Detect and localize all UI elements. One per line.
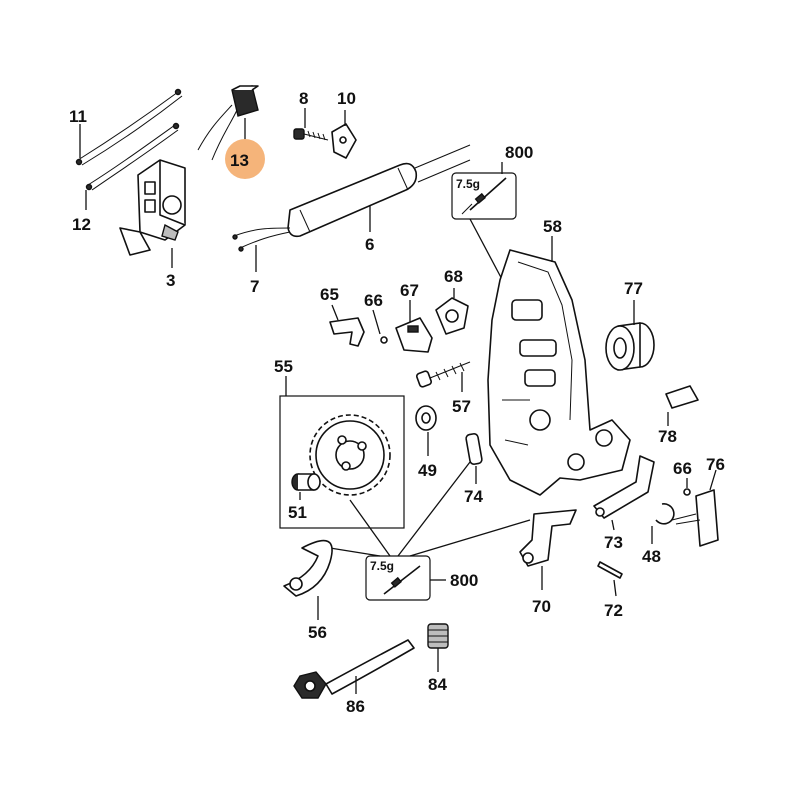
- part-48-circlip: [655, 503, 675, 525]
- part-74-pin: [465, 433, 483, 465]
- part-73-lever: [593, 455, 655, 519]
- grease-box-800-top: [451, 172, 517, 220]
- part-65-lever: [329, 317, 365, 347]
- part-66-ring-right: [683, 488, 691, 496]
- label-57: 57: [452, 397, 471, 416]
- part-84-spring: [427, 623, 449, 649]
- label-77: 77: [624, 279, 643, 298]
- label-12: 12: [72, 215, 91, 234]
- label-66-top: 66: [364, 291, 383, 310]
- part-86-cable-nut: [293, 639, 415, 699]
- part-3-switch: [119, 159, 186, 256]
- part-10-clamp: [331, 123, 357, 159]
- label-8: 8: [299, 89, 308, 108]
- part-56-guard: [283, 539, 333, 597]
- part-76-knob: [671, 489, 719, 547]
- label-58: 58: [543, 217, 562, 236]
- part-68-cam: [435, 297, 469, 335]
- part-66-ring: [380, 336, 388, 344]
- highlight-marker-13: [225, 139, 265, 179]
- part-70-bracket: [519, 509, 577, 567]
- part-58-gear-housing: [487, 249, 631, 496]
- label-56: 56: [308, 623, 327, 642]
- label-67: 67: [400, 281, 419, 300]
- part-13-capacitor: [197, 85, 259, 161]
- label-13: 13: [230, 151, 249, 170]
- label-48: 48: [642, 547, 661, 566]
- label-73: 73: [604, 533, 623, 552]
- part-49-washer: [415, 405, 437, 431]
- part-11-wire: [75, 88, 183, 166]
- label-10: 10: [337, 89, 356, 108]
- part-77-bearing: [605, 322, 655, 371]
- label-65: 65: [320, 285, 339, 304]
- label-6: 6: [365, 235, 374, 254]
- part-51-bushing: [291, 473, 321, 491]
- part-7-wire: [232, 227, 291, 252]
- label-51: 51: [288, 503, 307, 522]
- grease-weight-top: 7.5g: [456, 177, 480, 191]
- label-55: 55: [274, 357, 293, 376]
- part-12-wire: [85, 122, 180, 191]
- label-76: 76: [706, 455, 725, 474]
- label-49: 49: [418, 461, 437, 480]
- label-800-top: 800: [505, 143, 533, 162]
- label-7: 7: [250, 277, 259, 296]
- gear-set-gear: [309, 414, 391, 496]
- part-72-pin: [597, 561, 623, 579]
- part-6-cable: [287, 144, 471, 238]
- label-66-right: 66: [673, 459, 692, 478]
- label-72: 72: [604, 601, 623, 620]
- grease-weight-bottom: 7.5g: [370, 559, 394, 573]
- label-11: 11: [69, 107, 87, 126]
- part-57-screw: [416, 361, 471, 388]
- label-78: 78: [658, 427, 677, 446]
- part-78-clip: [665, 385, 699, 409]
- part-8-screw: [293, 128, 329, 141]
- label-3: 3: [166, 271, 175, 290]
- label-70: 70: [532, 597, 551, 616]
- label-86: 86: [346, 697, 365, 716]
- label-800-bottom: 800: [450, 571, 478, 590]
- label-84: 84: [428, 675, 447, 694]
- label-74: 74: [464, 487, 483, 506]
- label-68: 68: [444, 267, 463, 286]
- part-67-bracket: [395, 317, 433, 353]
